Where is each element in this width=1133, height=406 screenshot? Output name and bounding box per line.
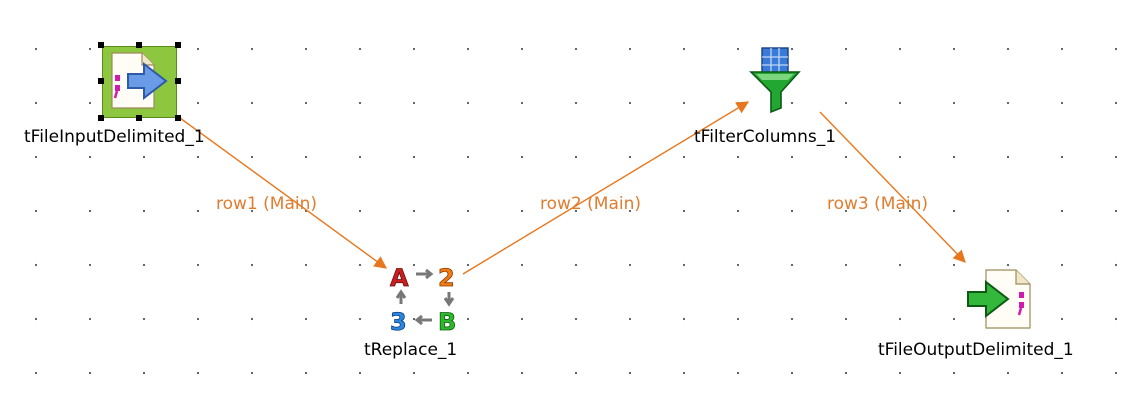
replace-glyph-a: A [390, 264, 409, 292]
filter-columns-icon [748, 44, 804, 120]
component-filter-columns[interactable] [748, 44, 804, 116]
component-label-replace[interactable]: tReplace_1 [364, 340, 458, 360]
component-file-input-delimited[interactable] [98, 42, 181, 121]
replace-glyph-d: 3 [390, 308, 407, 334]
selection-handle[interactable] [136, 115, 142, 121]
file-output-delimited-icon [964, 266, 1036, 336]
component-file-output-delimited[interactable] [964, 266, 1036, 332]
selection-handle[interactable] [175, 78, 181, 84]
connection-row3[interactable] [819, 111, 966, 263]
component-label-input[interactable]: tFileInputDelimited_1 [24, 127, 205, 147]
component-label-output[interactable]: tFileOutputDelimited_1 [878, 340, 1074, 360]
file-input-delimited-icon [108, 50, 174, 116]
selection-handle[interactable] [136, 42, 142, 48]
replace-glyph-c: B [438, 308, 456, 334]
selection-handle[interactable] [98, 42, 104, 48]
selection-handle[interactable] [175, 115, 181, 121]
connection-row1[interactable] [179, 117, 388, 269]
selection-handle[interactable] [98, 115, 104, 121]
link-label-row2[interactable]: row2 (Main) [540, 194, 641, 214]
connection-row2[interactable] [462, 101, 750, 275]
component-label-filter[interactable]: tFilterColumns_1 [694, 127, 837, 147]
component-replace[interactable]: A 2 B 3 [386, 258, 466, 337]
link-label-row3[interactable]: row3 (Main) [827, 194, 928, 214]
selection-handle[interactable] [175, 42, 181, 48]
selection-handle[interactable] [98, 78, 104, 84]
replace-glyph-b: 2 [438, 264, 455, 292]
replace-icon: A 2 B 3 [386, 258, 466, 338]
link-label-row1[interactable]: row1 (Main) [216, 194, 317, 214]
